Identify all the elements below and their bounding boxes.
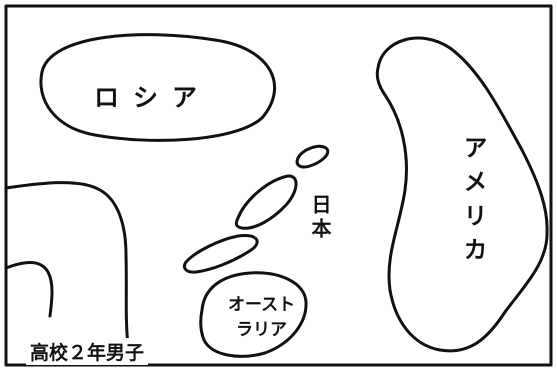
america-shape — [375, 36, 549, 353]
japan-label: 日本 — [308, 194, 332, 242]
australia-label-line1: オースト — [228, 295, 296, 315]
russia-label: ロシア — [94, 83, 212, 112]
japan-island-honshu — [234, 174, 298, 230]
frame-border — [4, 4, 553, 367]
left-landmass-shape — [4, 181, 130, 367]
left-landmass-bay — [4, 261, 54, 318]
japan-island-north — [295, 144, 330, 169]
russia-shape — [39, 33, 276, 142]
australia-shape — [199, 271, 308, 358]
caption-label: 高校２年男子 — [26, 338, 149, 365]
america-label: アメリカ — [459, 135, 487, 271]
australia-label-line2: ラリア — [236, 320, 287, 340]
japan-island-south — [182, 233, 259, 274]
